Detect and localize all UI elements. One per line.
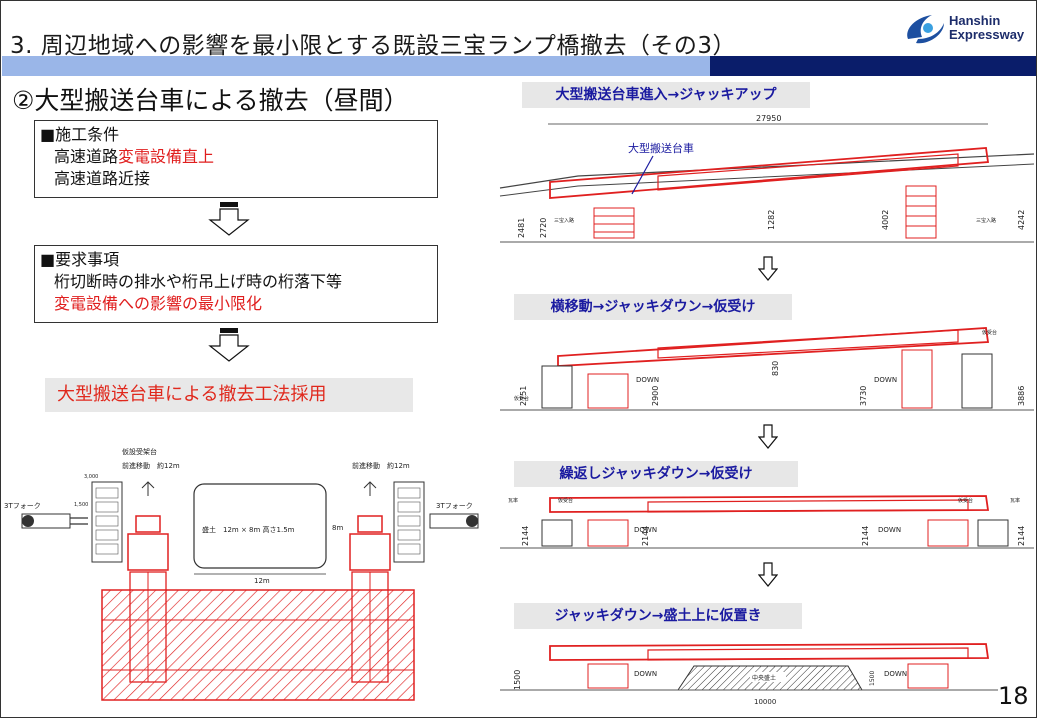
girder-hatched-area: [101, 589, 415, 701]
hanshin-expressway-logo: Hanshin Expressway: [898, 7, 1038, 47]
d1-dim4: 4002: [881, 210, 890, 230]
logo-mark-icon: [907, 15, 944, 44]
conditions-line1-red: 変電設備直上: [118, 147, 215, 166]
requirements-box: ■要求事項 桁切断時の排水や桁吊上げ時の桁落下等 変電設備への影響の最小限化: [34, 245, 438, 323]
forward-move-left-label: 前進移動 約12m: [122, 461, 180, 470]
d4-dim2: 1500: [869, 671, 876, 686]
mound-label: 盛土 12m × 8m 高さ1.5m: [202, 525, 295, 534]
requirements-heading: ■要求事項: [40, 250, 120, 269]
d2-down1: DOWN: [636, 376, 659, 384]
d1-dim1: 2481: [517, 218, 526, 238]
diagram-step1: 27950 大型搬送台車 2481 2720 1282 4002 4242 三宝…: [499, 114, 1034, 243]
mound-height-label: 8m: [332, 524, 343, 532]
down-arrow-icon: [208, 202, 250, 236]
step1-label: 大型搬送台車進入→ジャッキアップ: [522, 82, 810, 108]
header-band-dark: [710, 56, 1036, 76]
arrow-up-icon: [363, 481, 377, 496]
d3-dim4: 2144: [1017, 526, 1026, 546]
dim-3000-label: 3,000: [84, 474, 98, 480]
arrow-up-icon: [141, 481, 155, 496]
fork-right-label: 3Tフォーク: [436, 502, 473, 510]
d4-bottom-dim: 10000: [754, 698, 776, 706]
d3-down2: DOWN: [878, 526, 901, 534]
diagram-step3: 瓦率 仮受台 仮受台 瓦率 2144 2144 2144 2144 DOWN D…: [500, 495, 1034, 549]
step4-label: ジャッキダウン→盛土上に仮置き: [514, 603, 802, 629]
d1-tag1: 三宝入路: [554, 217, 574, 224]
left-temp-platform: [91, 481, 123, 563]
d2-right-tag: 仮受台: [982, 329, 997, 336]
temp-platform-label: 仮設受架台: [122, 447, 157, 456]
step3-label: 繰返しジャッキダウン→仮受け: [514, 461, 798, 487]
d4-center-label: 中央盛土: [752, 674, 776, 682]
d2-dim2: 2900: [651, 386, 660, 406]
logo-text-line1: Hanshin: [949, 13, 1001, 28]
left-forklift: [21, 513, 88, 529]
d2-down2: DOWN: [874, 376, 897, 384]
d1-dim2: 2720: [539, 218, 548, 238]
d4-girder: [549, 643, 990, 661]
requirements-line2: 変電設備への影響の最小限化: [54, 294, 263, 313]
down-arrow-icon: [758, 424, 778, 449]
d3-left-tag: 瓦率: [508, 497, 518, 504]
d4-dim1: 1500: [513, 670, 522, 690]
conditions-box: ■施工条件 高速道路変電設備直上 高速道路近接: [34, 120, 438, 198]
conditions-line1-black: 高速道路: [54, 147, 119, 166]
conditions-line2: 高速道路近接: [54, 169, 151, 188]
conditions-heading: ■施工条件: [40, 125, 120, 144]
right-carrier-vehicle: [349, 515, 391, 683]
d4-down1: DOWN: [634, 670, 657, 678]
down-arrow-icon: [758, 562, 778, 587]
d3-dim1: 2144: [521, 526, 530, 546]
left-carrier-vehicle: [127, 515, 169, 683]
conclusion-banner: 大型搬送台車による撤去工法採用: [45, 378, 413, 412]
d1-span-label: 27950: [756, 114, 781, 123]
mound-outline: [193, 483, 327, 569]
requirements-line1: 桁切断時の排水や桁吊上げ時の桁落下等: [54, 272, 343, 291]
d3-dim2: 2144: [641, 526, 650, 546]
down-arrow-icon: [758, 256, 778, 281]
d1-girder: [549, 147, 990, 199]
page-number: 18: [998, 682, 1029, 710]
diagram-step2: 仮受台 仮受台 2751 2900 830 3730 3886 DOWN DOW…: [500, 327, 1034, 411]
d2-girder: [557, 327, 990, 367]
d2-left-tag: 仮受台: [514, 395, 529, 402]
pointer-arrow-icon: [631, 155, 654, 195]
conditions-line1: 高速道路変電設備直上: [40, 146, 437, 168]
slide-title: 3. 周辺地域への影響を最小限とする既設三宝ランプ橋撤去（その3）: [10, 33, 737, 59]
right-forklift: [429, 513, 479, 529]
d2-dim3: 830: [771, 361, 780, 376]
d2-dim1: 2751: [519, 386, 528, 406]
d1-tag2: 三宝入路: [976, 217, 996, 224]
logo-text-line2: Expressway: [949, 27, 1025, 42]
d3-girder: [549, 495, 990, 513]
diagram-step4: 中央盛土 1500 1500 10000 DOWN DOWN: [500, 643, 998, 706]
plan-view-drawing: 盛土 12m × 8m 高さ1.5m 12m 8m 仮設受架台 前進移動 約12…: [4, 447, 479, 701]
down-arrow-icon: [208, 328, 250, 362]
d2-dim5: 3886: [1017, 386, 1026, 406]
step2-label: 横移動→ジャッキダウン→仮受け: [514, 294, 792, 320]
d4-down2: DOWN: [884, 670, 907, 678]
fork-left-label: 3Tフォーク: [4, 502, 41, 510]
forward-move-right-label: 前進移動 約12m: [352, 461, 410, 470]
d1-dim5: 4242: [1017, 210, 1026, 230]
mound-width-label: 12m: [254, 577, 270, 585]
right-temp-platform: [393, 481, 425, 563]
d2-dim4: 3730: [859, 386, 868, 406]
d3-dim3: 2144: [861, 526, 870, 546]
d3-left-tag2: 仮受台: [558, 497, 573, 504]
d1-vehicle-label: 大型搬送台車: [628, 141, 694, 155]
d3-right-tag2: 瓦率: [1010, 497, 1020, 504]
d1-dim3: 1282: [767, 210, 776, 230]
header-band-light: [2, 56, 710, 76]
d3-right-tag: 仮受台: [958, 497, 973, 504]
section-heading: ②大型搬送台車による撤去（昼間）: [12, 86, 409, 115]
dim-1500-label: 1,500: [74, 502, 88, 508]
d3-down1: DOWN: [634, 526, 657, 534]
